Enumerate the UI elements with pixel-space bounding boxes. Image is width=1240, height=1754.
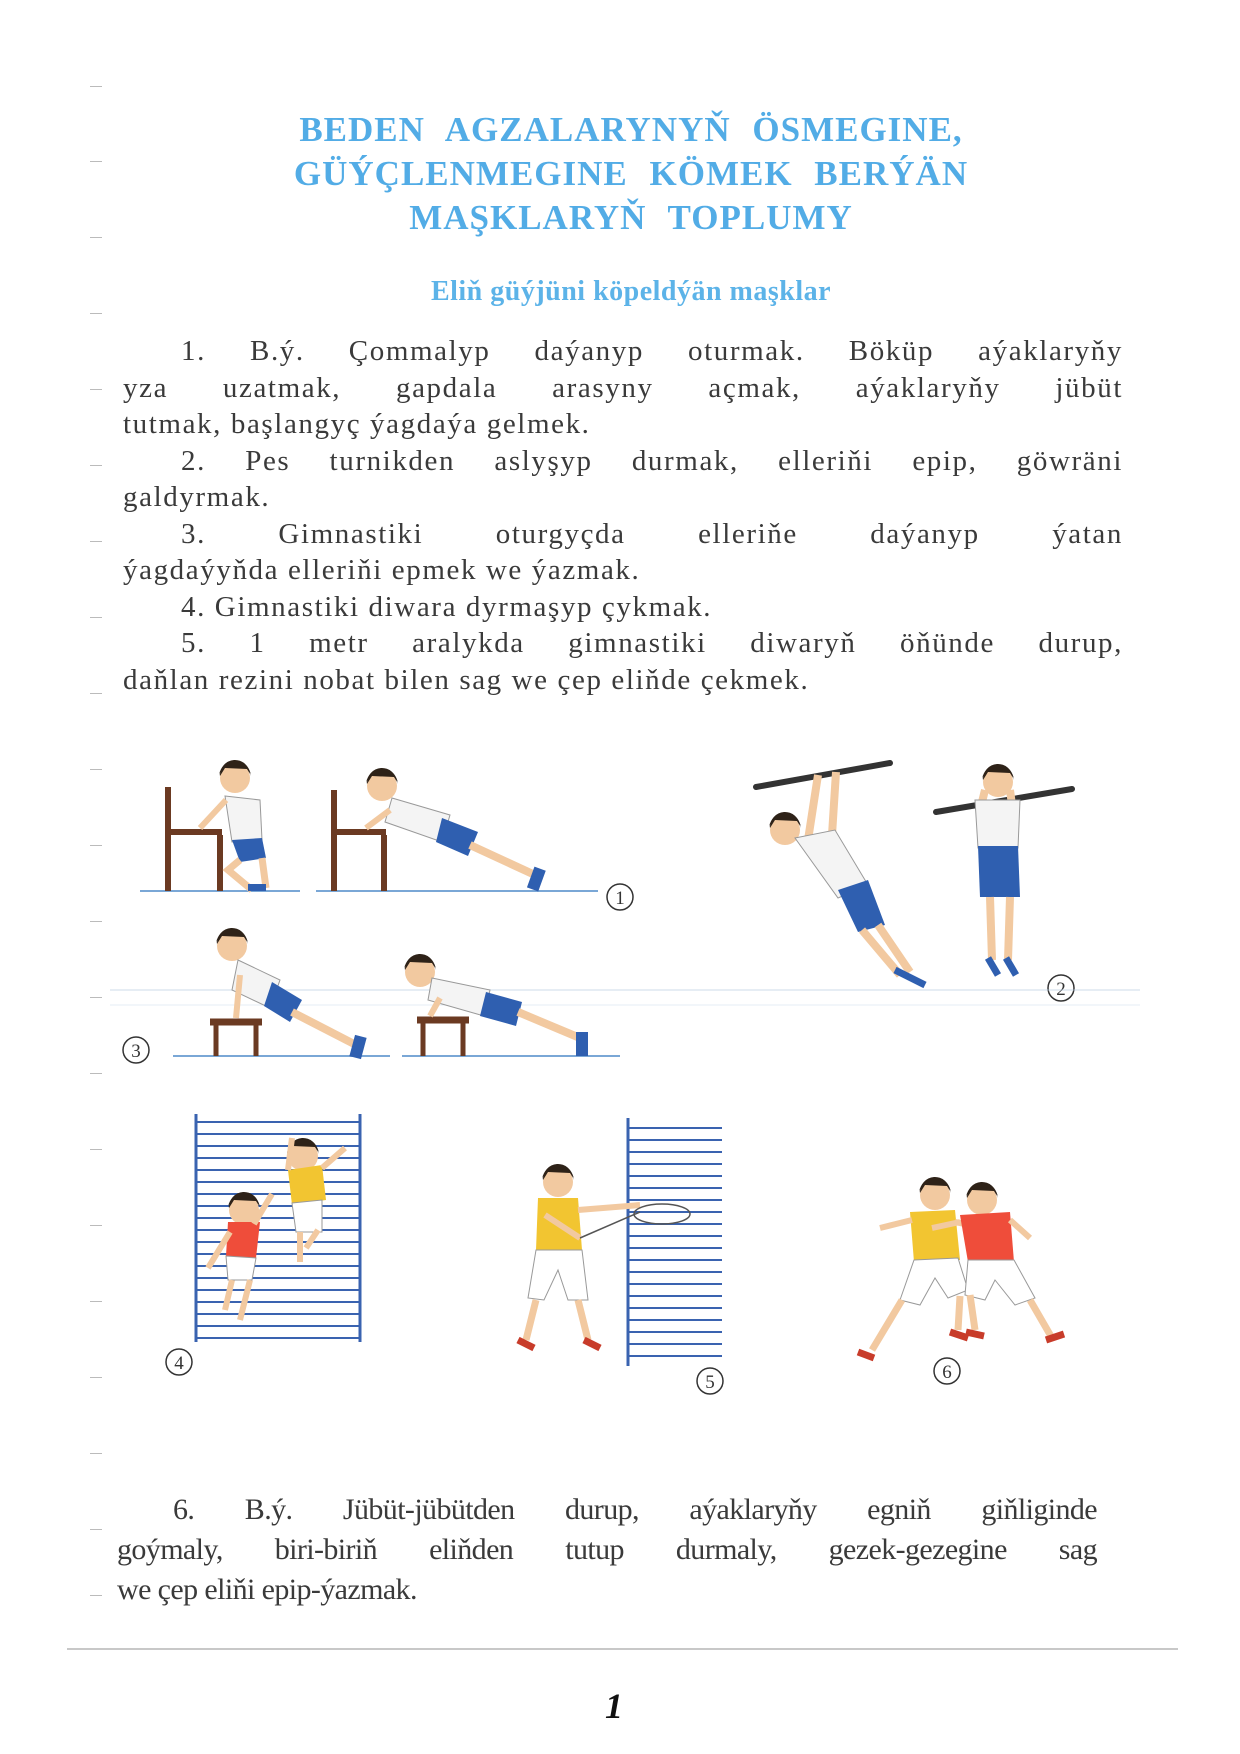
- margin-mark: [90, 921, 102, 922]
- margin-mark: [90, 389, 102, 390]
- figure-4-wall-bars-climb: 4: [165, 1114, 362, 1376]
- svg-text:5: 5: [705, 1372, 715, 1393]
- margin-mark: [90, 1301, 102, 1302]
- footer-divider: [67, 1648, 1178, 1650]
- bench: [417, 1016, 469, 1056]
- chair: [165, 787, 223, 891]
- margin-mark: [90, 313, 102, 314]
- person: [364, 767, 546, 892]
- figure-6-partner-arm-push: 6: [856, 1176, 1066, 1385]
- exercise-3-line: 3. Gimnastiki oturgyçda elleriňe daýanyp…: [181, 517, 1123, 550]
- margin-mark: [90, 845, 102, 846]
- person: [931, 1181, 1066, 1344]
- exercise-6-line: we çep eliňi epip-ýazmak.: [117, 1573, 417, 1606]
- figure-3-bench-pushups: 3: [122, 927, 620, 1064]
- wall-bars: [626, 1118, 722, 1366]
- person: [856, 1176, 986, 1362]
- margin-mark: [90, 617, 102, 618]
- margin-mark: [90, 1595, 102, 1596]
- svg-text:1: 1: [615, 888, 625, 909]
- section-subtitle: Eliň güýjüni köpeldýän maşklar: [430, 276, 832, 307]
- margin-mark: [90, 237, 102, 238]
- margin-mark: [90, 465, 102, 466]
- figure-number-1: 1: [606, 883, 634, 911]
- margin-mark: [90, 1225, 102, 1226]
- margin-mark: [90, 541, 102, 542]
- figure-number-4: 4: [165, 1348, 193, 1376]
- svg-text:4: 4: [174, 1353, 184, 1374]
- title-line: MAŞKLARYŇ TOPLUMY: [409, 198, 853, 237]
- margin-mark: [90, 86, 102, 87]
- person: [205, 1191, 275, 1321]
- figure-number-3: 3: [122, 1036, 150, 1064]
- figure-number-2: 2: [1047, 974, 1075, 1002]
- exercise-1-line: tutmak, başlangyç ýagdaýa gelmek.: [123, 408, 591, 440]
- exercise-5-line: daňlan rezini nobat bilen sag we çep eli…: [123, 663, 810, 696]
- page-number: 1: [605, 1686, 623, 1726]
- bench: [210, 1018, 262, 1056]
- person: [197, 759, 270, 893]
- exercise-5-line: 5. 1 metr aralykda gimnastiki diwaryň öň…: [181, 627, 1123, 659]
- wall-bars: [194, 1114, 362, 1342]
- exercise-6: 6. B.ý. Jübüt-jübütden durup, aýaklaryňy…: [117, 1490, 1098, 1610]
- margin-mark: [90, 1453, 102, 1454]
- margin-mark: [90, 1073, 102, 1074]
- margin-mark: [90, 769, 102, 770]
- person: [974, 763, 1021, 977]
- exercise-2-line: 2. Pes turnikden aslyşyp durmak, elleriň…: [181, 444, 1123, 477]
- margin-mark: [90, 693, 102, 694]
- title-line: GÜÝÇLENMEGINE KÖMEK BERÝÄN: [293, 154, 969, 193]
- exercise-1-line: yza uzatmak, gapdala arasyny açmak, aýak…: [123, 371, 1123, 404]
- chair: [331, 790, 387, 891]
- person: [285, 1137, 347, 1262]
- margin-mark: [90, 161, 102, 162]
- exercise-1-line: 1. B.ý. Çommalyp daýanyp oturmak. Böküp …: [181, 335, 1123, 367]
- margin-mark: [90, 997, 102, 998]
- exercise-6-line: 6. B.ý. Jübüt-jübütden durup, aýaklaryňy…: [173, 1493, 1098, 1526]
- figure-number-6: 6: [933, 1357, 961, 1385]
- person: [215, 927, 367, 1060]
- margin-mark: [90, 1149, 102, 1150]
- exercise-2-line: galdyrmak.: [123, 481, 271, 513]
- svg-text:6: 6: [942, 1362, 952, 1383]
- exercise-list: 1. B.ý. Çommalyp daýanyp oturmak. Böküp …: [123, 333, 1123, 698]
- person: [403, 953, 588, 1056]
- figure-1-chair-pushups: 1: [140, 759, 634, 911]
- margin-mark: [90, 1529, 102, 1530]
- exercise-4-line: 4. Gimnastiki diwara dyrmaşyp çykmak.: [181, 590, 713, 623]
- title-line: BEDEN AGZALARYNYŇ ÖSMEGINE,: [299, 110, 963, 149]
- exercise-3-line: ýagdaýyňda elleriňi epmek we ýazmak.: [123, 554, 641, 586]
- person: [516, 1163, 691, 1352]
- person: [768, 771, 927, 989]
- figure-2-bar-hang: 2: [753, 760, 1075, 1002]
- svg-text:3: 3: [131, 1041, 141, 1062]
- figure-number-5: 5: [696, 1367, 724, 1395]
- page-title: BEDEN AGZALARYNYŇ ÖSMEGINE, GÜÝÇLENMEGIN…: [0, 108, 1240, 240]
- svg-text:2: 2: [1056, 979, 1066, 1000]
- figure-5-rubber-band-pull: 5: [516, 1118, 724, 1395]
- margin-mark: [90, 1377, 102, 1378]
- exercise-6-line: goýmaly, biri-biriň eliňden tutup durmal…: [117, 1533, 1098, 1566]
